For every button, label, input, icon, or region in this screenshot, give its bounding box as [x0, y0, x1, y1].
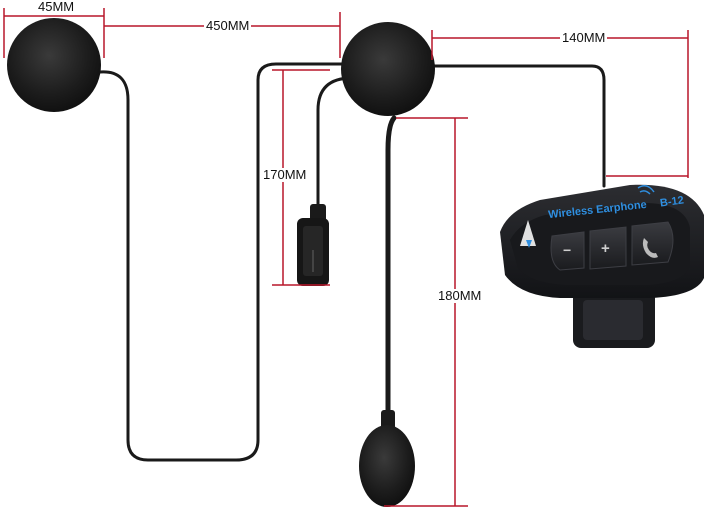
- connector-cable-length-label: 170MM: [261, 167, 309, 182]
- phone-icon: [642, 238, 658, 258]
- cable-connector: [316, 76, 354, 207]
- phone-button: [631, 221, 674, 266]
- cable-left-speaker: [98, 62, 354, 462]
- control-unit: [500, 184, 704, 348]
- microphone: [359, 410, 415, 507]
- left-speaker: [7, 18, 101, 112]
- usb-connector: [297, 204, 329, 286]
- unit-cable-length-label: 140MM: [560, 30, 608, 45]
- plus-button: [589, 226, 627, 270]
- minus-button: [550, 231, 585, 271]
- plus-button-label: +: [601, 240, 610, 257]
- cable-control-unit: [430, 64, 606, 188]
- cable-length-label: 450MM: [204, 18, 252, 33]
- mic-boom-length-label: 180MM: [436, 288, 484, 303]
- wireless-icon: [637, 185, 655, 195]
- speaker-diameter-label: 45MM: [36, 0, 77, 14]
- minus-button-label: −: [563, 242, 572, 258]
- right-speaker: [341, 22, 435, 116]
- mic-boom: [385, 115, 397, 421]
- brand-logo-icon: [520, 220, 536, 248]
